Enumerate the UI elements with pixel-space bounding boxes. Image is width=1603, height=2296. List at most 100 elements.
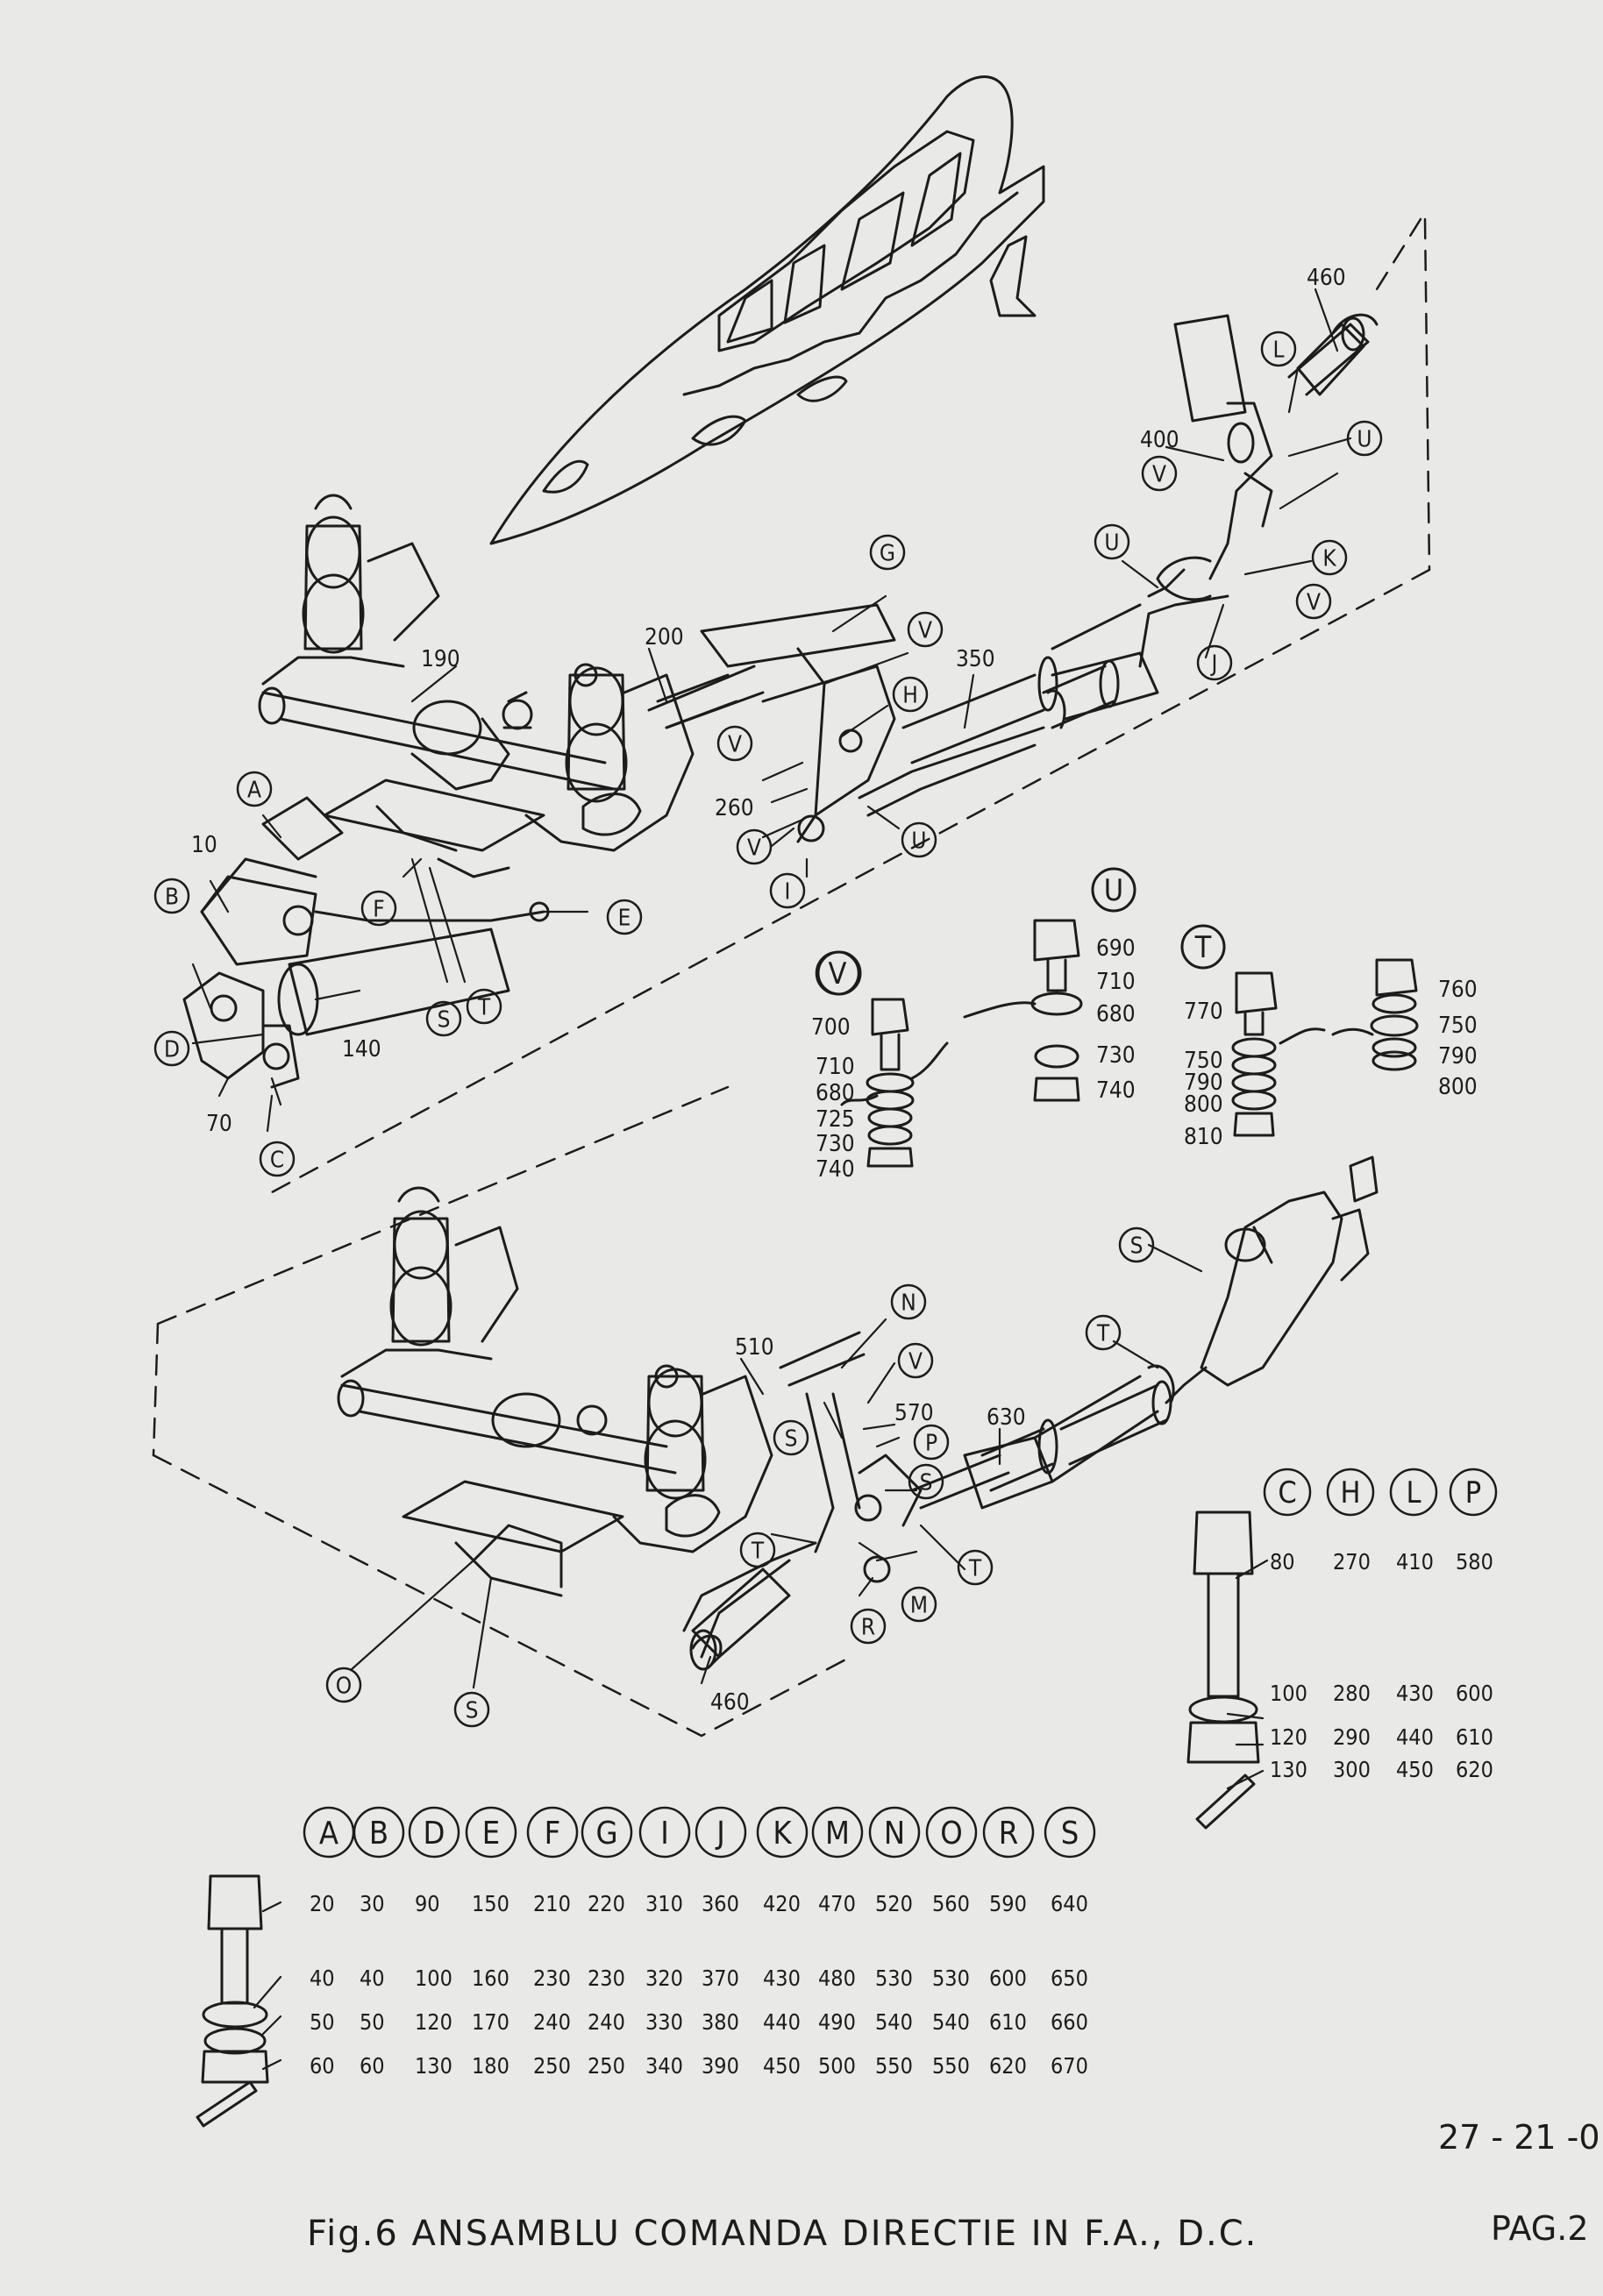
table-chlp-header: C xyxy=(1278,1475,1296,1511)
letter-callout: A xyxy=(247,777,261,803)
table-main-header: F xyxy=(545,1816,561,1852)
table-main-header: G xyxy=(595,1816,617,1852)
detail-U-letter: U xyxy=(1104,873,1123,908)
table-chlp-cell: 280 xyxy=(1333,1681,1371,1706)
table-chlp-cell: 100 xyxy=(1270,1681,1307,1706)
bolt-main-table xyxy=(196,1874,269,2128)
letter-callout: S xyxy=(1130,1233,1143,1259)
letter-callout: N xyxy=(901,1290,916,1316)
table-main-cell: 610 xyxy=(989,2009,1027,2035)
table-main-cell: 150 xyxy=(472,1891,509,1916)
table-main-cell: 440 xyxy=(763,2009,801,2035)
letter-callout-circle xyxy=(736,828,773,865)
letter-callout: S xyxy=(438,1006,451,1033)
table-main-cell: 390 xyxy=(702,2053,739,2079)
table-main-cell: 560 xyxy=(932,1891,970,1916)
table-main-header: I xyxy=(660,1816,669,1852)
letter-callout: S xyxy=(785,1425,798,1452)
detail-V-hardware xyxy=(816,950,949,1168)
table-chlp-header: P xyxy=(1465,1475,1481,1511)
letter-callout-circle xyxy=(1085,1314,1122,1351)
table-main-cell: 30 xyxy=(360,1891,385,1916)
letter-callout-circle xyxy=(1118,1226,1155,1263)
page-number: PAG.2 xyxy=(1491,2209,1589,2248)
letter-callout: G xyxy=(880,540,895,566)
letter-callout-circle xyxy=(1260,331,1297,367)
detail-V-part: 680 xyxy=(816,1080,855,1106)
table-main-header: A xyxy=(319,1816,338,1852)
table-main-cell: 210 xyxy=(533,1891,571,1916)
table-chlp-cell: 290 xyxy=(1333,1724,1371,1750)
table-chlp-header-circle xyxy=(1389,1468,1438,1517)
part-callout: 10 xyxy=(191,832,217,858)
letter-callout: T xyxy=(751,1538,765,1564)
letter-callout-circle xyxy=(773,1419,809,1456)
table-chlp-cell: 580 xyxy=(1456,1549,1493,1575)
letter-callout-circle xyxy=(908,1463,944,1500)
letter-callout-circle xyxy=(850,1608,887,1645)
table-main-header: R xyxy=(999,1816,1019,1852)
table-main-cell: 530 xyxy=(932,1965,970,1991)
table-main-cell: 220 xyxy=(588,1891,625,1916)
table-main-header: M xyxy=(825,1816,850,1852)
letter-callout: D xyxy=(164,1036,180,1063)
letter-callout: F xyxy=(373,896,384,922)
detail-V-letter: V xyxy=(829,956,847,992)
table-main-cell: 240 xyxy=(533,2009,571,2035)
table-main-cell: 60 xyxy=(310,2053,335,2079)
bolt-CHLP xyxy=(1186,1511,1260,1830)
table-main-header-circle xyxy=(526,1806,579,1859)
detail-T-part: 790 xyxy=(1438,1043,1478,1070)
letter-callout-circle xyxy=(1311,539,1348,576)
table-main-cell: 370 xyxy=(702,1965,739,1991)
table-main-cell: 40 xyxy=(310,1965,335,1991)
letter-callout: V xyxy=(728,731,742,757)
table-main-cell: 600 xyxy=(989,1965,1027,1991)
table-main-cell: 240 xyxy=(588,2009,625,2035)
table-main-cell: 170 xyxy=(472,2009,509,2035)
table-main-cell: 550 xyxy=(875,2053,913,2079)
table-main-cell: 470 xyxy=(818,1891,856,1916)
letter-callout: T xyxy=(968,1555,982,1582)
part-callout: 460 xyxy=(710,1689,750,1716)
letter-callout: T xyxy=(477,994,491,1020)
table-main-cell: 130 xyxy=(415,2053,452,2079)
leader-lines-bottom xyxy=(253,1243,1269,2071)
detail-T-part: 800 xyxy=(1438,1074,1478,1100)
letter-callout: O xyxy=(336,1673,352,1699)
table-chlp-cell: 620 xyxy=(1456,1757,1493,1782)
letter-callout-circle xyxy=(1295,583,1332,620)
table-main-cell: 480 xyxy=(818,1965,856,1991)
table-main-cell: 360 xyxy=(702,1891,739,1916)
letter-callout-circle xyxy=(1346,420,1383,457)
aircraft-nose-illustration xyxy=(489,75,1045,545)
table-main-cell: 90 xyxy=(415,1891,440,1916)
letter-callout: T xyxy=(1096,1320,1110,1347)
table-main-cell: 100 xyxy=(415,1965,452,1991)
table-main-header-circle xyxy=(581,1806,633,1859)
table-main-cell: 320 xyxy=(645,1965,683,1991)
dashed-frame-bottom xyxy=(152,1085,852,1738)
letter-callout-circle xyxy=(606,899,643,935)
table-main-cell: 340 xyxy=(645,2053,683,2079)
detail-U-part: 740 xyxy=(1096,1077,1136,1104)
table-main-cell: 430 xyxy=(763,1965,801,1991)
detail-T-part: 760 xyxy=(1438,977,1478,1003)
detail-U-part: 690 xyxy=(1096,935,1136,962)
table-main-header: J xyxy=(715,1816,725,1852)
table-main-cell: 230 xyxy=(588,1965,625,1991)
table-chlp-cell: 600 xyxy=(1456,1681,1493,1706)
letter-callout: S xyxy=(920,1469,933,1496)
table-main-cell: 330 xyxy=(645,2009,683,2035)
detail-T-letter-circle xyxy=(1180,924,1226,970)
letter-callout-circle xyxy=(1094,523,1130,560)
table-main-header-circle xyxy=(868,1806,921,1859)
detail-T-part: 750 xyxy=(1184,1048,1223,1074)
detail-U-part: 680 xyxy=(1096,1001,1136,1027)
table-main-cell: 380 xyxy=(702,2009,739,2035)
letter-callout-circle xyxy=(739,1532,776,1568)
table-main-cell: 250 xyxy=(588,2053,625,2079)
letter-callout-circle xyxy=(957,1549,994,1586)
letter-callout: V xyxy=(1152,461,1166,487)
table-main-header: K xyxy=(773,1816,792,1852)
